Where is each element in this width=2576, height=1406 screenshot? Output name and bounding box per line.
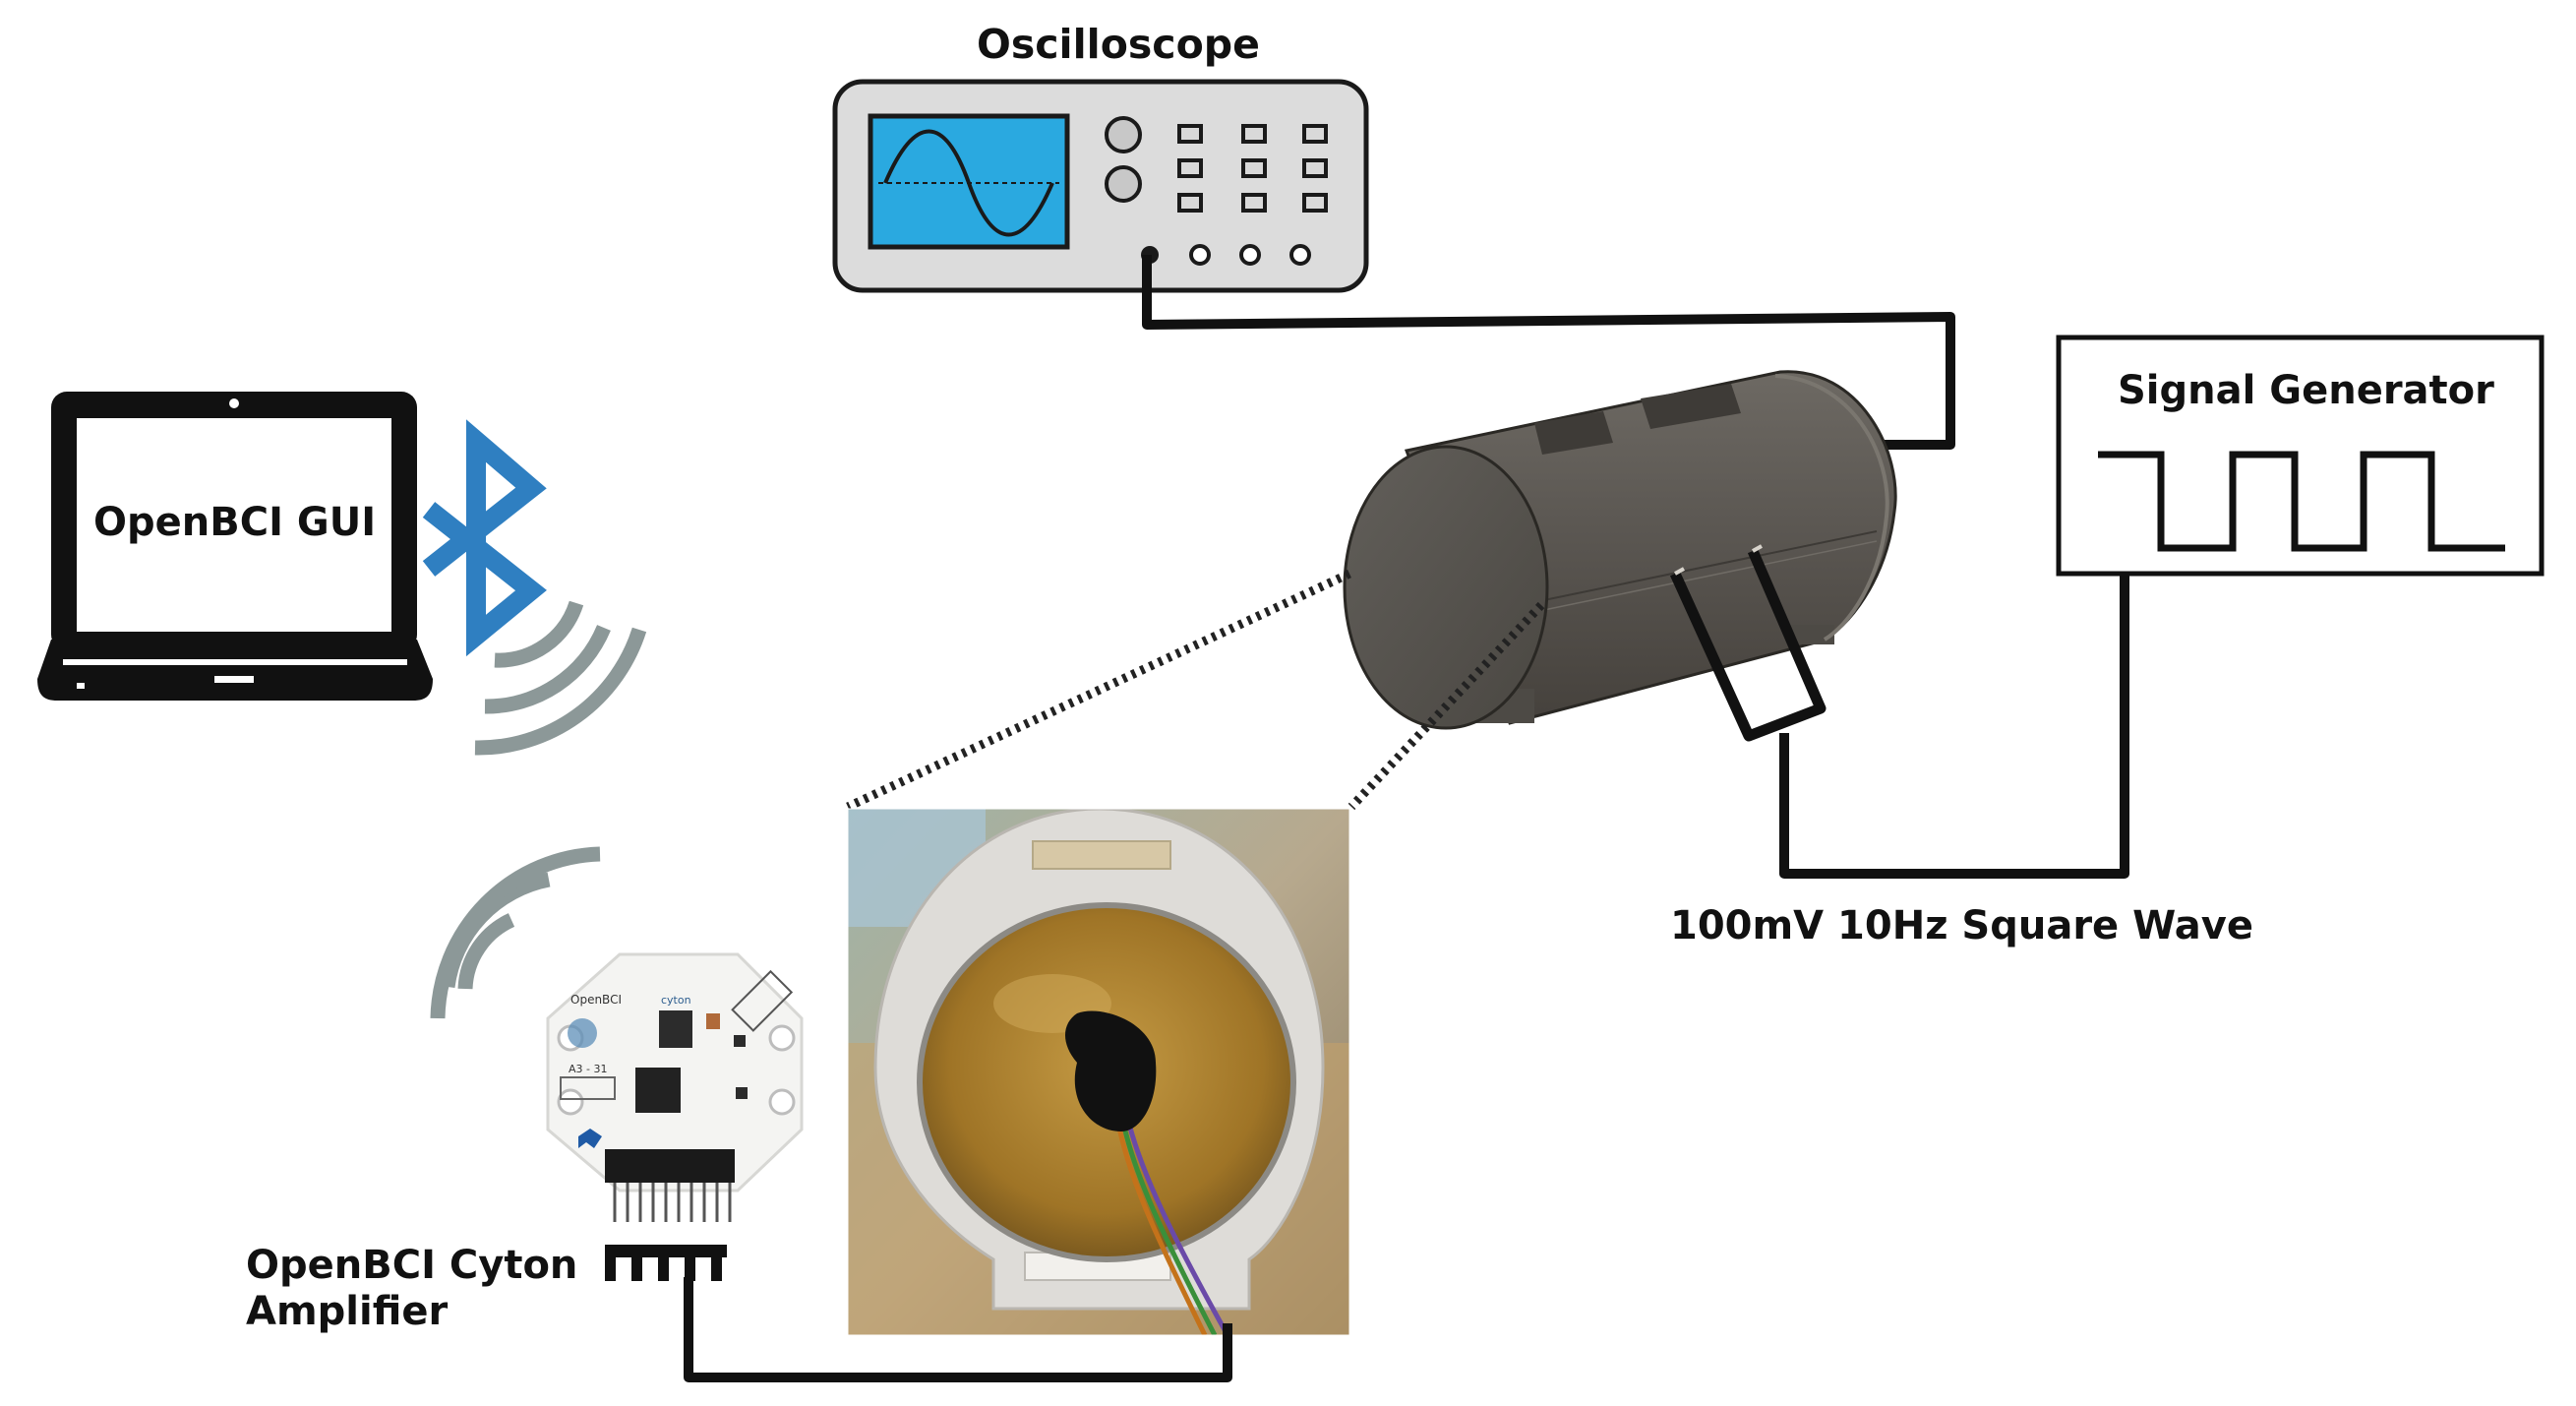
signal-generator-icon bbox=[2056, 335, 2545, 577]
board-model-text: cyton bbox=[661, 994, 691, 1007]
phantom-cylinder bbox=[1343, 370, 1897, 742]
bluetooth-icon bbox=[422, 419, 547, 657]
cyton-board: OpenBCI cyton A3 - 31 bbox=[546, 952, 804, 1222]
scope-buttons bbox=[1177, 124, 1328, 213]
openbci-gui-label: OpenBCI GUI bbox=[93, 500, 377, 545]
phantom-interior-photo bbox=[848, 809, 1349, 1335]
electrode-cable bbox=[1118, 1111, 1218, 1335]
square-wave-label: 100mV 10Hz Square Wave bbox=[1670, 903, 2253, 948]
zoom-line-left bbox=[846, 569, 1351, 812]
electrode-connector bbox=[605, 1245, 727, 1281]
cyton-label-line2: Amplifier bbox=[246, 1289, 449, 1334]
signal-generator-label: Signal Generator bbox=[2118, 368, 2494, 413]
board-code-text: A3 - 31 bbox=[569, 1063, 607, 1075]
cyton-amplifier-label: OpenBCI Cyton Amplifier bbox=[246, 1243, 577, 1335]
oscilloscope-wire bbox=[1142, 255, 1955, 450]
laptop-icon bbox=[37, 392, 433, 701]
cyton-wire bbox=[684, 1277, 1232, 1382]
scope-knob bbox=[1105, 165, 1142, 203]
zoom-line-right bbox=[1348, 601, 1545, 811]
signal-generator-wire bbox=[1779, 574, 2129, 879]
oscilloscope-label: Oscilloscope bbox=[977, 21, 1260, 68]
wifi-signal-icon bbox=[474, 600, 647, 756]
sine-wave-icon bbox=[883, 129, 1054, 237]
oscilloscope-icon bbox=[832, 79, 1369, 293]
board-brand-text: OpenBCI bbox=[570, 993, 622, 1007]
square-wave-icon bbox=[2098, 451, 2505, 552]
wifi-signal-icon bbox=[430, 846, 601, 1019]
cyton-label-line1: OpenBCI Cyton bbox=[246, 1243, 578, 1288]
scope-knob bbox=[1105, 116, 1142, 153]
electrode-sensor bbox=[1064, 1010, 1157, 1131]
